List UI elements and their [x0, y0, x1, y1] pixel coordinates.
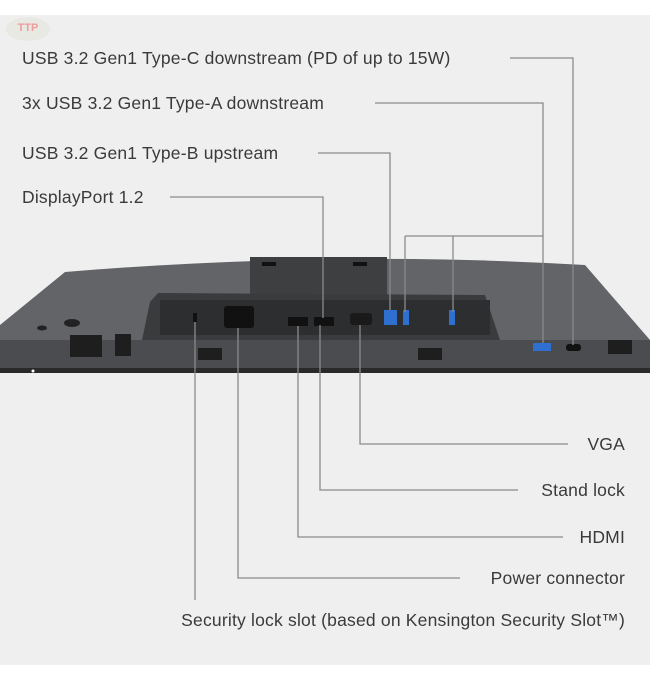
usb-b-port [384, 310, 397, 325]
hdmi-port [288, 317, 308, 326]
monitor-bottom-edge [0, 368, 650, 373]
label-security-slot: Security lock slot (based on Kensington … [181, 610, 625, 630]
power-connector [224, 306, 254, 328]
label-stand-lock: Stand lock [541, 480, 625, 500]
label-hdmi: HDMI [579, 527, 625, 547]
watermark-logo: TTP [6, 17, 50, 41]
power-button [37, 325, 47, 331]
displayport-port [314, 317, 334, 326]
joystick-button [64, 319, 80, 327]
leader-lines [170, 57, 574, 600]
usb-a-port [533, 343, 551, 351]
vents [70, 334, 632, 360]
stand-mount-latch [262, 262, 276, 266]
label-power-connector: Power connector [490, 568, 625, 588]
stand-mount-latch [353, 262, 367, 266]
label-usb-b: USB 3.2 Gen1 Type-B upstream [22, 143, 279, 163]
power-led [31, 369, 35, 373]
label-usb-c: USB 3.2 Gen1 Type-C downstream (PD of up… [22, 48, 451, 68]
security-slot [193, 313, 197, 322]
label-vga: VGA [587, 434, 625, 454]
label-displayport: DisplayPort 1.2 [22, 187, 144, 207]
vga-port [350, 313, 372, 325]
usb-c-port [566, 344, 581, 351]
usb-a-port [403, 310, 409, 325]
usb-a-port [449, 310, 455, 325]
label-usb-a: 3x USB 3.2 Gen1 Type-A downstream [22, 93, 324, 113]
